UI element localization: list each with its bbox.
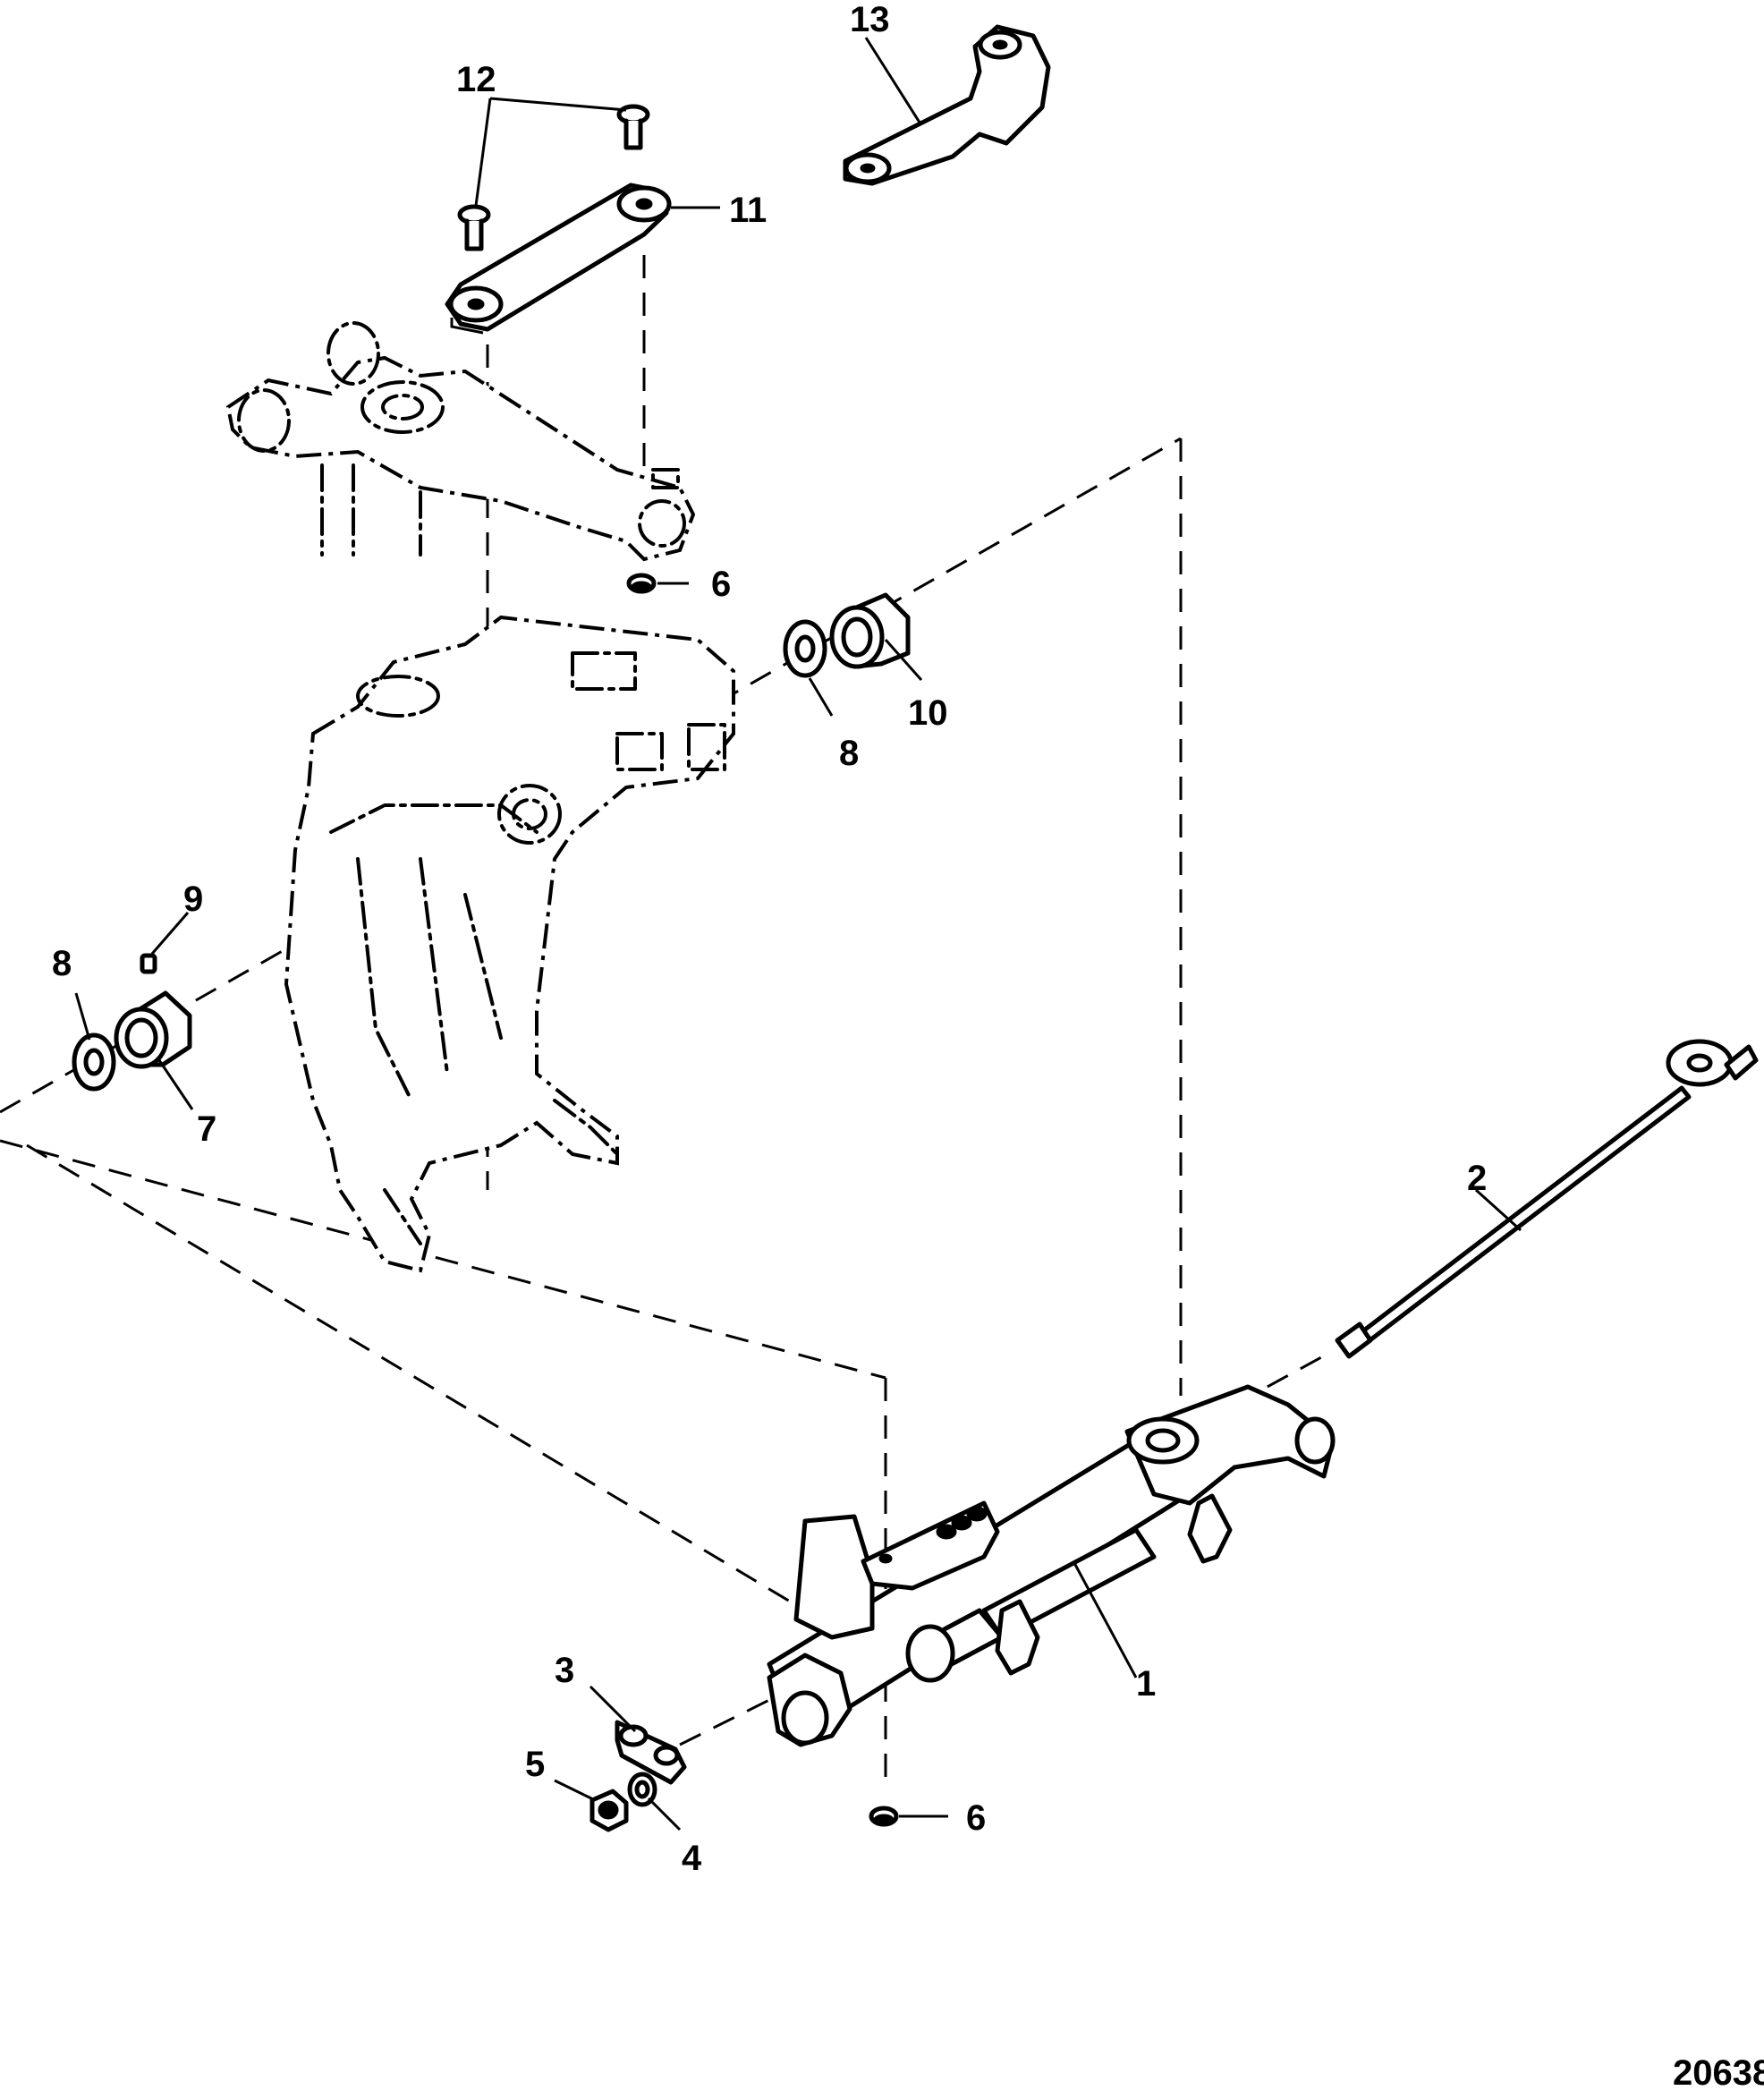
callout-4: 4 [682,1839,702,1878]
callout-9: 9 [183,880,203,919]
callout-6-lower: 6 [966,1798,986,1838]
part-bushing-right [829,592,911,669]
callout-3: 3 [555,1651,574,1690]
figure-number: 20638 [1673,2053,1764,2093]
part-link-plate [615,1720,687,1785]
part-bolts [457,104,650,251]
callout-6-upper: 6 [711,565,731,604]
part-set-screw [140,953,157,974]
callout-7: 7 [197,1109,216,1149]
callout-2: 2 [1467,1159,1487,1198]
part-locknut [589,1789,629,1832]
part-steering-cylinder [767,1384,1336,1747]
callout-12: 12 [456,60,496,99]
part-tie-bar [1335,1039,1759,1359]
leader-lines [74,37,1522,1831]
callout-10: 10 [908,693,948,733]
part-washer-right [783,619,827,678]
callouts: 1 2 3 4 5 6 6 7 8 8 9 10 11 12 13 [52,0,1487,1878]
part-link-rod [445,183,672,335]
callout-11: 11 [729,191,767,230]
swivel-bracket-ghost [284,615,735,1273]
callout-13: 13 [850,0,890,39]
callout-8-right: 8 [839,734,859,773]
callout-5: 5 [525,1745,545,1784]
part-washer-left [72,1033,116,1092]
part-nut-upper [626,573,657,594]
part-washer-small [627,1772,657,1807]
callout-8-left: 8 [52,944,72,983]
steering-arm-ghost [225,321,696,562]
callout-1: 1 [1136,1664,1156,1704]
part-bushing-left [114,990,192,1069]
part-nut-lower [869,1806,899,1827]
part-offset-link [843,24,1051,186]
